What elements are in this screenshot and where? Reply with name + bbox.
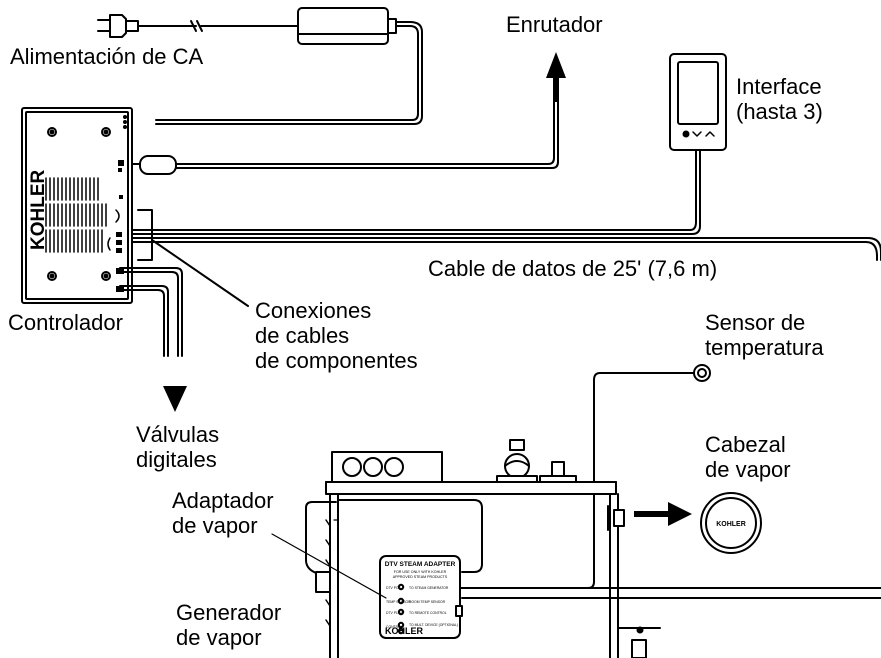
steam-generator	[305, 439, 661, 658]
label-line: Sensor de	[705, 310, 806, 335]
label-component-connections: Conexiones de cables de componentes	[255, 298, 418, 373]
ac-plug-icon	[97, 14, 299, 38]
label-line: Válvulas	[136, 422, 220, 447]
label-line: Cabezal	[705, 432, 786, 457]
adapter-panel-subtitle-1: FOR USE ONLY WITH KOHLER	[394, 570, 447, 574]
steam-head-brand: KOHLER	[716, 521, 746, 528]
adapter-panel-title: DTV STEAM ADAPTER	[385, 561, 456, 568]
adapter-row-right: TO MULT. DEVICE (OPTIONAL)	[409, 623, 458, 627]
label-line: de vapor	[705, 457, 791, 482]
power-adapter-brick	[155, 7, 423, 125]
label-controller: Controlador	[8, 310, 123, 335]
adapter-row-left: CONTROL	[386, 625, 403, 629]
label-digital-valves: Válvulas digitales	[136, 422, 219, 472]
label-line: de vapor	[176, 625, 262, 650]
adapter-panel-brand: KOHLER	[385, 626, 424, 636]
component-connections-bracket	[137, 209, 249, 307]
adapter-row-left: TEMP SENSOR	[386, 600, 411, 604]
steam-adapter-box	[379, 555, 463, 639]
interface-device	[669, 53, 727, 151]
label-router: Enrutador	[506, 12, 603, 37]
label-line: digitales	[136, 447, 217, 472]
label-line: de cables	[255, 323, 350, 348]
label-line: temperatura	[705, 335, 824, 360]
router-cable	[131, 99, 559, 175]
label-temperature-sensor: Sensor de temperatura	[705, 310, 824, 360]
adapter-panel-subtitle-2: APPROVED STEAM PRODUCTS	[393, 575, 448, 579]
label-steam-adapter: Adaptador de vapor	[172, 488, 274, 538]
steam-adapter-cable	[337, 499, 881, 599]
leader-lines	[271, 519, 387, 599]
label-line: de componentes	[255, 348, 418, 373]
label-steam-head: Cabezal de vapor	[705, 432, 791, 482]
label-steam-generator: Generador de vapor	[176, 600, 281, 650]
adapter-row-right: TO REMOTE CONTROL	[409, 611, 447, 615]
label-data-cable: Cable de datos de 25' (7,6 m)	[428, 256, 718, 281]
label-line: Interface	[736, 74, 822, 99]
adapter-row-right: ROOM TEMP SENSOR	[409, 600, 446, 604]
controller-box	[21, 107, 133, 304]
adapter-row-right: TO STEAM GENERATOR	[409, 586, 449, 590]
label-ac-power: Alimentación de CA	[10, 44, 204, 69]
router-arrow-icon	[546, 52, 566, 102]
valves-arrow-icon	[163, 386, 187, 412]
adapter-row-left: DTV PLUS	[386, 611, 403, 615]
label-interface: Interface (hasta 3)	[736, 74, 823, 124]
label-line: (hasta 3)	[736, 99, 823, 124]
label-line: Adaptador	[172, 488, 274, 513]
steam-head	[700, 492, 762, 554]
adapter-row-left: DTV POS	[386, 586, 402, 590]
label-line: Generador	[176, 600, 282, 625]
label-line: Conexiones	[255, 298, 372, 323]
steam-head-arrow-icon	[634, 502, 692, 526]
valve-cables	[119, 267, 183, 357]
label-line: de vapor	[172, 513, 258, 538]
controller-brand: KOHLER	[28, 170, 49, 251]
data-cable	[131, 149, 881, 261]
